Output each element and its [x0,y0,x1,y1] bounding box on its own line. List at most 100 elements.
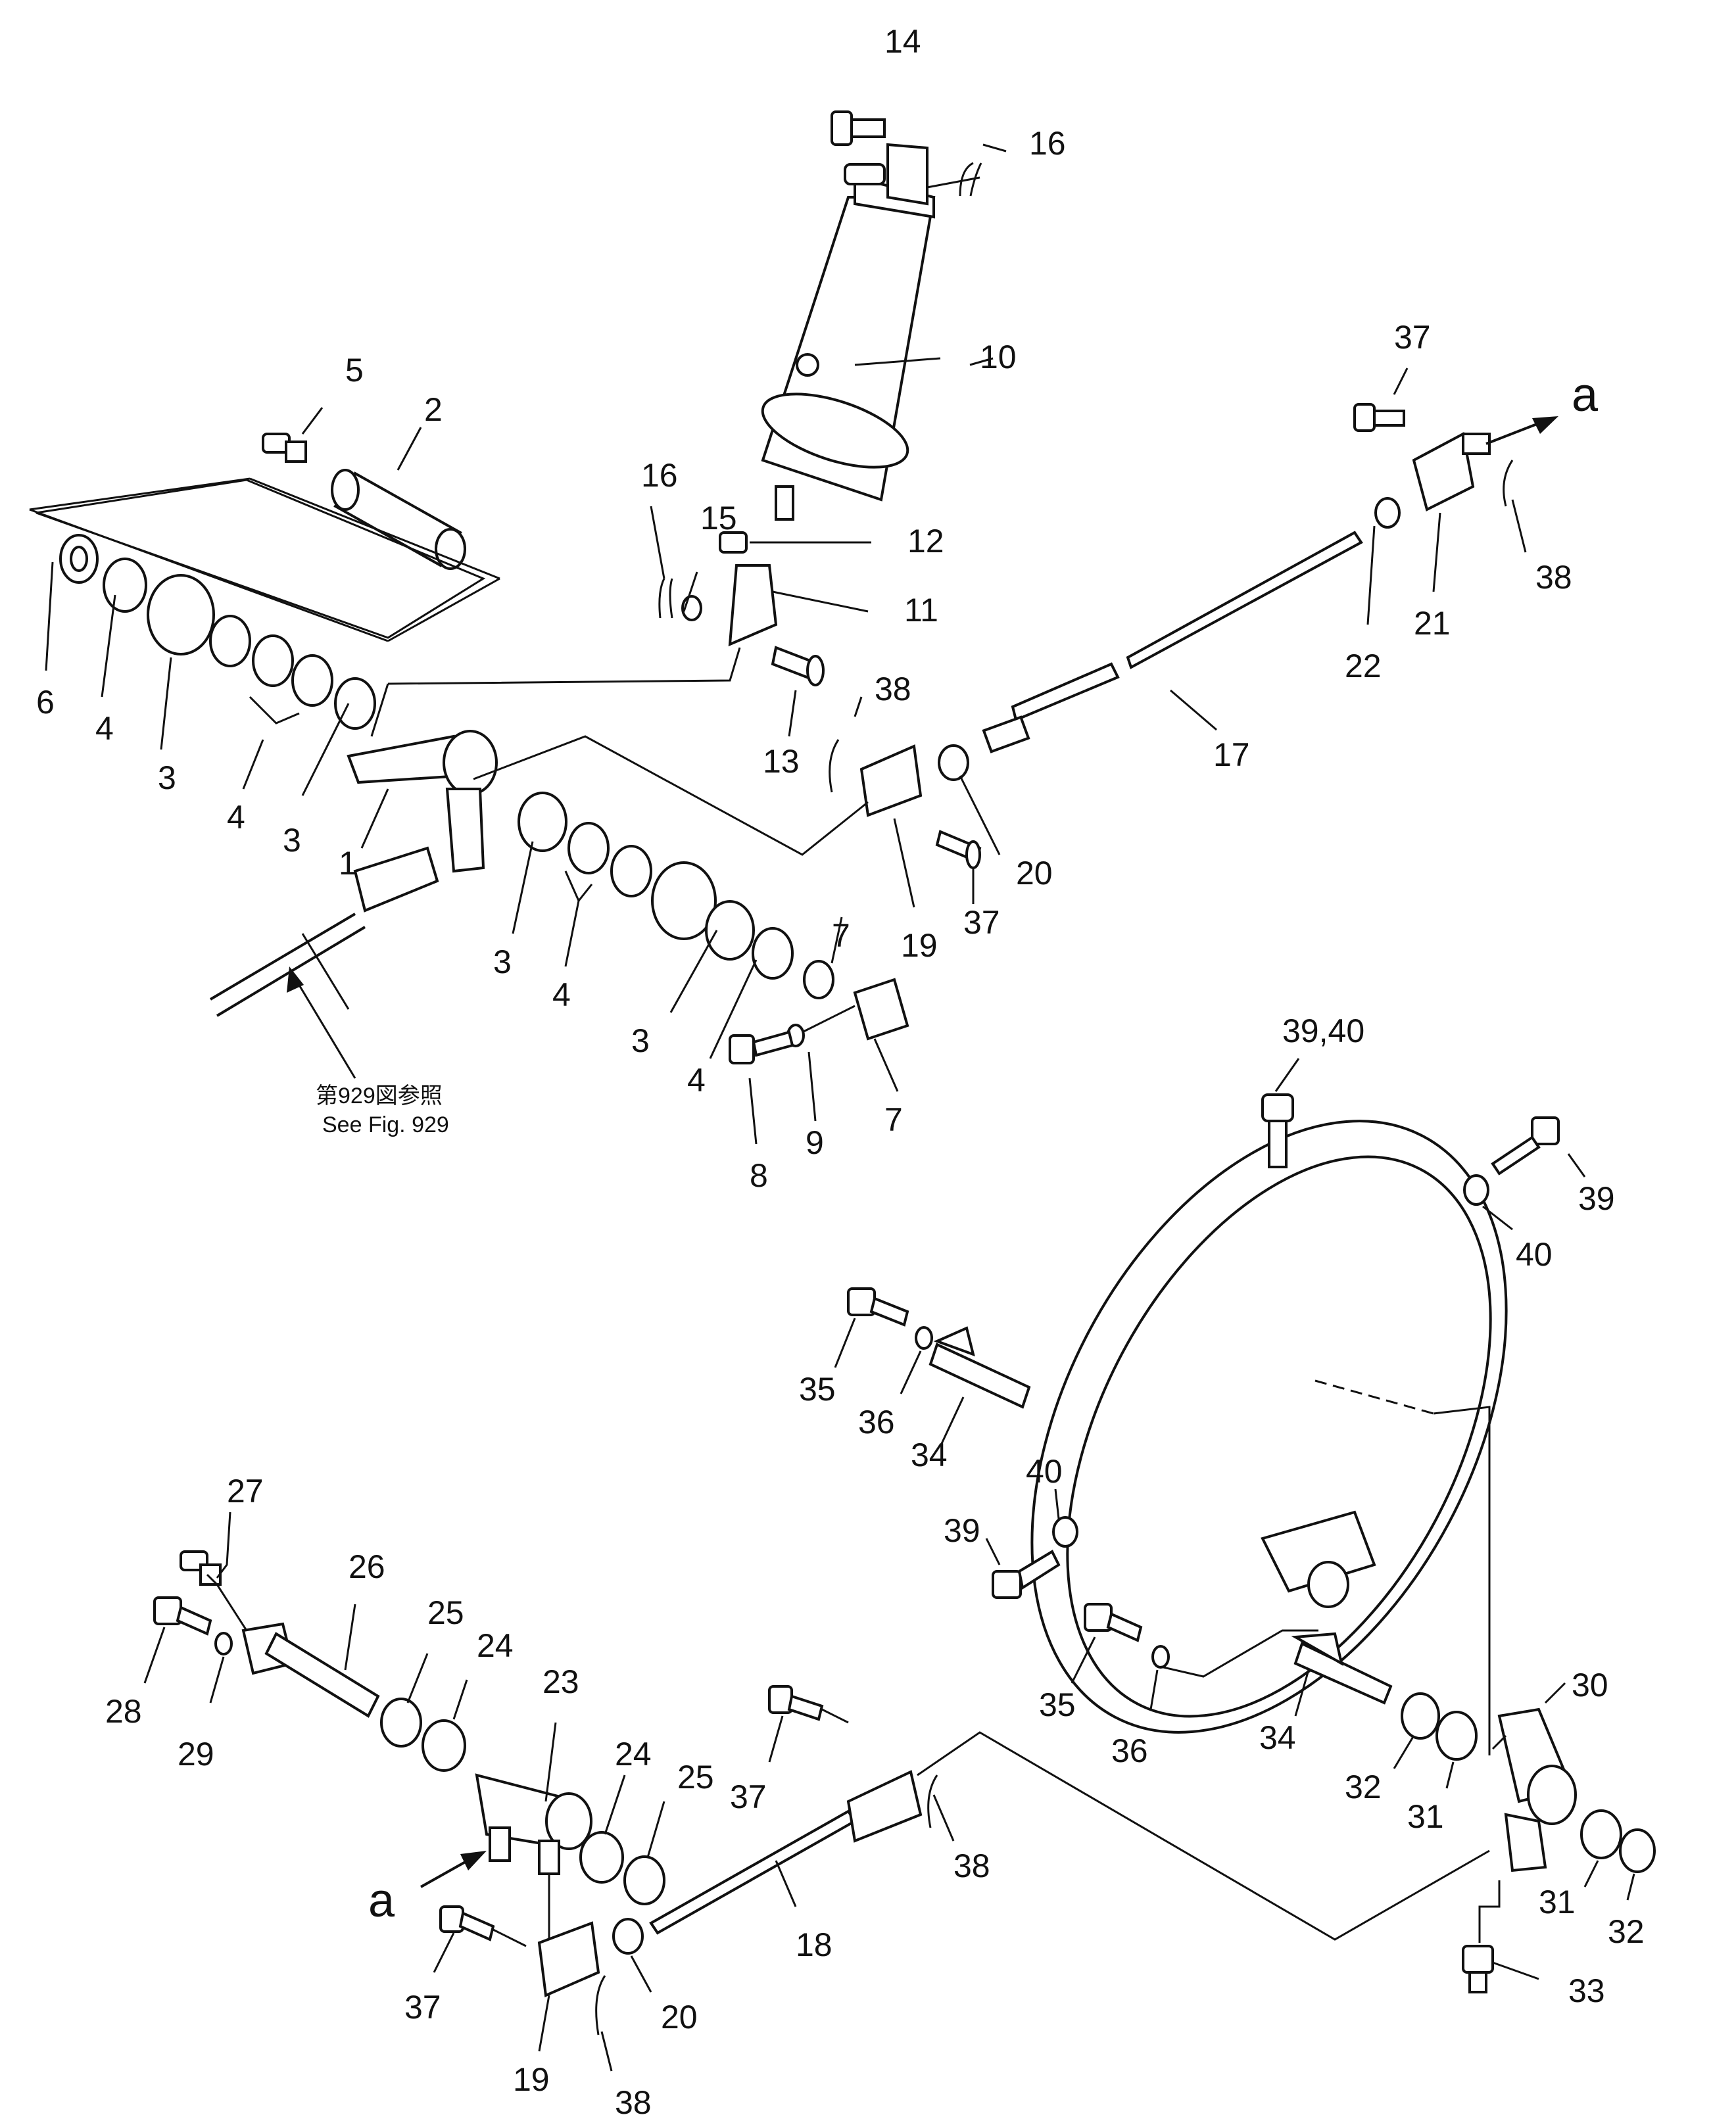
callout-c2: 2 [424,391,443,428]
leader-lines [29,143,1635,2072]
callout-c24a: 24 [477,1627,514,1664]
bushing-24-right [579,1831,624,1884]
clevis-19-upper [859,744,923,817]
callout-c40a: 40 [1516,1236,1553,1273]
callout-c39b: 39 [944,1512,980,1549]
clevis-cable-ref [209,846,439,1017]
callout-c6: 6 [36,684,55,721]
callout-c14: 14 [884,23,921,60]
callout-c3a: 3 [158,759,176,796]
washer-7 [803,960,834,999]
shaft-2 [331,469,466,570]
clevis-19-lower [537,1921,600,1997]
callout-c3c: 3 [493,943,512,980]
pin-34-lower [1291,1632,1393,1705]
shaft-26 [241,1622,380,1718]
ref-arrow-line [295,979,356,1079]
joint-11 [728,564,778,647]
grease-fitting-33 [1462,1945,1494,1993]
callout-c7b: 7 [884,1101,903,1138]
bushing-31-left [1435,1711,1478,1761]
callout-c31b: 31 [1539,1884,1576,1920]
callout-c40b: 40 [1026,1453,1063,1490]
callout-a2: a [368,1874,395,1927]
callout-c19a: 19 [901,927,938,964]
arrow-a-upper-head [1532,416,1558,434]
nut-20-upper [938,744,969,781]
pin-37-upper [935,830,982,869]
callout-c30: 30 [1572,1667,1608,1703]
bearing-set-upper [59,534,376,730]
washer-36-lower [1151,1645,1170,1669]
bushing-31-right [1580,1809,1622,1859]
callout-c29: 29 [178,1736,214,1773]
bolt-35-upper [847,1287,909,1327]
nut-40-right [1463,1174,1489,1206]
bolt-28 [153,1596,212,1636]
callout-c25b: 25 [677,1759,714,1796]
callout-c37b: 37 [963,904,1000,941]
callout-c20b: 20 [661,1999,698,2036]
bearing-set-lower [518,792,794,980]
bolt-8 [729,1030,794,1064]
grease-nipple-27 [180,1550,222,1586]
callout-c36a: 36 [858,1404,895,1440]
callout-c16b: 16 [641,457,678,494]
callout-c33: 33 [1568,1972,1605,2009]
rod-18 [649,1770,923,1935]
callout-c38b: 38 [1535,559,1572,596]
callout-c16a: 16 [1029,125,1066,162]
nut-20-lower [612,1918,644,1955]
cotter-pin-38-mid [927,1774,938,1828]
callout-c21: 21 [1414,605,1451,642]
pin-37-mid [768,1685,824,1721]
arrow-a-lower-head [460,1851,487,1870]
callout-c28: 28 [105,1693,142,1730]
callout-c8: 8 [750,1157,768,1194]
cylinder-assembly [761,143,936,521]
lever-1 [347,730,498,873]
bearing-32-left [1401,1692,1440,1740]
nut-40-lower [1052,1516,1078,1548]
callout-c5: 5 [345,352,364,389]
callout-c34b: 34 [1259,1719,1296,1756]
bolt-14 [831,110,886,146]
callout-c38d: 38 [615,2084,652,2119]
housing-23 [475,1773,592,1875]
callout-a1: a [1572,369,1599,421]
callout-c13: 13 [763,743,800,780]
bearing-25-left [380,1698,422,1748]
grease-nipple-5 [262,433,307,463]
bearing-25-right [623,1855,665,1905]
callout-c23: 23 [542,1663,579,1700]
callout-c3940: 39,40 [1282,1012,1364,1049]
ref-arrow-head [287,966,304,993]
callout-c38c: 38 [953,1847,990,1884]
rod-17 [982,531,1363,753]
callout-c36b: 36 [1111,1732,1148,1769]
cotter-pin-16 [658,578,673,619]
callout-c22: 22 [1345,648,1382,684]
lever-30 [1497,1707,1577,1872]
callout-c31a: 31 [1407,1798,1444,1835]
washer-29 [214,1632,233,1655]
callout-c34a: 34 [911,1437,948,1473]
bolt-39-lower [992,1550,1061,1599]
cotter-pin-38-lower [595,1975,606,2036]
callout-c35a: 35 [799,1371,836,1408]
bushing-24-left [422,1719,466,1772]
callout-c32b: 32 [1608,1913,1645,1950]
callout-c32a: 32 [1345,1769,1382,1805]
callout-c7a: 7 [832,917,850,954]
nut-12 [719,531,748,554]
clevis-21 [1412,431,1491,512]
bearing-32-right [1619,1828,1656,1873]
brake-band [1030,1120,1508,1734]
callout-c11: 11 [904,592,938,629]
callout-c10: 10 [980,339,1017,375]
callout-c37a: 37 [1394,319,1431,356]
callout-c12: 12 [907,523,944,560]
callout-c4c: 4 [552,976,571,1013]
callout-c37d: 37 [404,1989,441,2026]
